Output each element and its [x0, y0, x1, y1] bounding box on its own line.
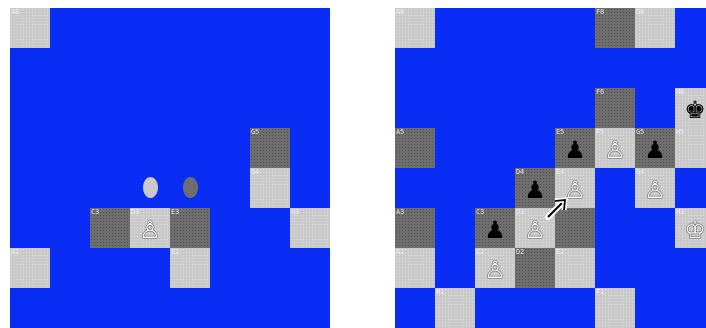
- square-h3[interactable]: H3♔: [675, 208, 706, 248]
- white-pawn-icon[interactable]: ♙: [130, 217, 170, 243]
- square-b1[interactable]: B1: [435, 288, 475, 328]
- square-g8[interactable]: G8: [635, 8, 675, 48]
- square-e5[interactable]: E5♟: [555, 128, 595, 168]
- square-f8[interactable]: F8: [595, 8, 635, 48]
- square-c3[interactable]: C3♟: [475, 208, 515, 248]
- square-label: D3: [131, 208, 139, 216]
- square-h6[interactable]: H6♚: [675, 88, 706, 128]
- square-d3[interactable]: D3♙: [130, 208, 170, 248]
- square-label: G4: [251, 168, 259, 176]
- square-label: G5: [251, 128, 259, 136]
- square-label: D4: [516, 168, 524, 176]
- square-g4[interactable]: G4: [250, 168, 290, 208]
- square-g4[interactable]: G4♙: [635, 168, 675, 208]
- square-a8[interactable]: A8: [10, 8, 50, 48]
- white-king-icon[interactable]: ♔: [675, 217, 706, 243]
- white-pawn-icon[interactable]: ♙: [635, 177, 675, 203]
- square-label: G8: [636, 8, 644, 16]
- square-a2[interactable]: A2: [395, 248, 435, 288]
- square-label: C2: [476, 248, 484, 256]
- square-label: B1: [436, 288, 444, 296]
- white-pawn-icon[interactable]: ♙: [595, 137, 635, 163]
- black-pawn-icon[interactable]: ♟: [515, 177, 555, 203]
- move-target-marker-light: [143, 177, 158, 198]
- square-label: A8: [11, 8, 19, 16]
- square-label: G5: [636, 128, 644, 136]
- square-label: E2: [556, 248, 564, 256]
- black-pawn-icon[interactable]: ♟: [635, 137, 675, 163]
- square-label: A8: [396, 8, 404, 16]
- square-label: E4: [556, 168, 564, 176]
- square-label: D2: [516, 248, 524, 256]
- square-label: D3: [516, 208, 524, 216]
- square-h5[interactable]: H5: [675, 128, 706, 168]
- square-f1[interactable]: F1: [595, 288, 635, 328]
- square-label: E3: [171, 208, 179, 216]
- black-pawn-icon[interactable]: ♟: [475, 217, 515, 243]
- square-label: H6: [676, 88, 684, 96]
- square-h3[interactable]: H3: [290, 208, 330, 248]
- white-pawn-icon[interactable]: ♙: [555, 177, 595, 203]
- square-c2[interactable]: C2♙: [475, 248, 515, 288]
- square-label: F1: [596, 288, 604, 296]
- black-pawn-icon[interactable]: ♟: [555, 137, 595, 163]
- square-label: C3: [91, 208, 99, 216]
- square-a5[interactable]: A5: [395, 128, 435, 168]
- square-a2[interactable]: A2: [10, 248, 50, 288]
- square-label: H3: [676, 208, 684, 216]
- square-label: E5: [556, 128, 564, 136]
- square-a3[interactable]: A3: [395, 208, 435, 248]
- square-d2[interactable]: D2: [515, 248, 555, 288]
- black-king-icon[interactable]: ♚: [675, 97, 706, 123]
- square-label: F8: [596, 8, 604, 16]
- square-label: A2: [11, 248, 19, 256]
- square-label: E2: [171, 248, 179, 256]
- move-target-marker-dark: [183, 177, 198, 198]
- square-label: F5: [596, 128, 604, 136]
- square-label: A2: [396, 248, 404, 256]
- square-g5[interactable]: G5: [250, 128, 290, 168]
- square-e3[interactable]: [555, 208, 595, 248]
- square-e4[interactable]: E4♙: [555, 168, 595, 208]
- square-f5[interactable]: F5♙: [595, 128, 635, 168]
- square-label: G4: [636, 168, 644, 176]
- square-e3[interactable]: E3: [170, 208, 210, 248]
- square-e2[interactable]: E2: [170, 248, 210, 288]
- white-pawn-icon[interactable]: ♙: [515, 217, 555, 243]
- square-label: H5: [676, 128, 684, 136]
- square-g5[interactable]: G5♟: [635, 128, 675, 168]
- square-f6[interactable]: F6: [595, 88, 635, 128]
- square-label: H3: [291, 208, 299, 216]
- square-e2[interactable]: E2: [555, 248, 595, 288]
- square-c3[interactable]: C3: [90, 208, 130, 248]
- square-label: A5: [396, 128, 404, 136]
- square-d4[interactable]: D4♟: [515, 168, 555, 208]
- square-a8[interactable]: A8: [395, 8, 435, 48]
- square-d3[interactable]: D3♙: [515, 208, 555, 248]
- square-label: C3: [476, 208, 484, 216]
- square-label: A3: [396, 208, 404, 216]
- white-pawn-icon[interactable]: ♙: [475, 257, 515, 283]
- square-label: F6: [596, 88, 604, 96]
